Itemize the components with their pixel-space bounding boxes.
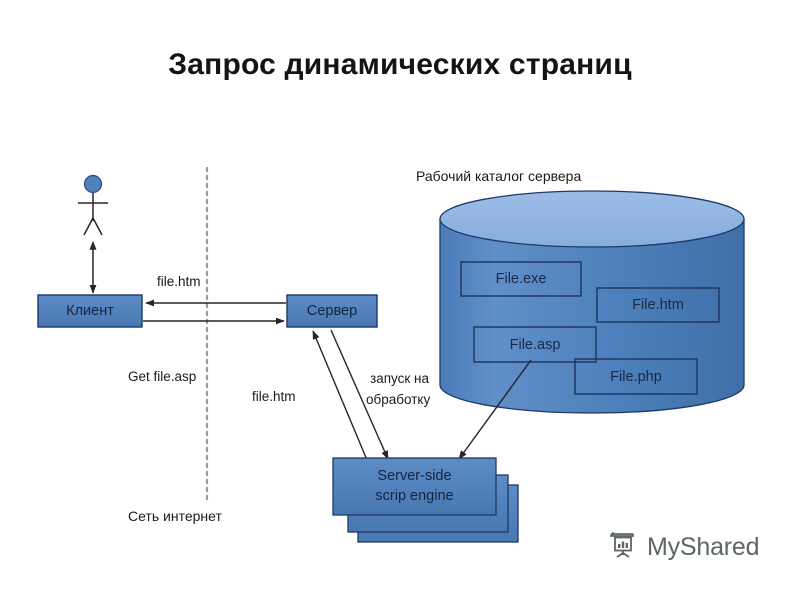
client-node[interactable] [37,294,143,328]
file-box-3[interactable] [574,358,698,395]
server-directory-cylinder [439,190,745,414]
response-bottom-label: file.htm [252,389,296,404]
client-actor [78,174,108,236]
dispatch-label-line-2: обработку [366,392,431,407]
page-title: Запрос динамических страниц [168,48,632,81]
dispatch-label-line-1: запуск на [370,371,429,386]
engine-to-server-connector [312,330,368,461]
file-box-1[interactable] [596,287,720,323]
presentation-chart-icon [607,529,639,566]
server-to-engine-connector [330,329,389,460]
watermark: MyShared [607,529,760,566]
network-boundary-label: Сеть интернет [128,508,222,524]
response-top-label: file.htm [157,274,201,289]
file-to-engine-connector [458,359,532,460]
watermark-text: MyShared [647,533,760,561]
file-box-2[interactable] [473,326,597,363]
server-node[interactable] [286,294,378,328]
file-box-0[interactable] [460,261,582,297]
engine-node[interactable] [332,457,497,516]
server-directory-caption: Рабочий каталог сервера [416,168,582,184]
request-label: Get file.asp [128,369,197,384]
